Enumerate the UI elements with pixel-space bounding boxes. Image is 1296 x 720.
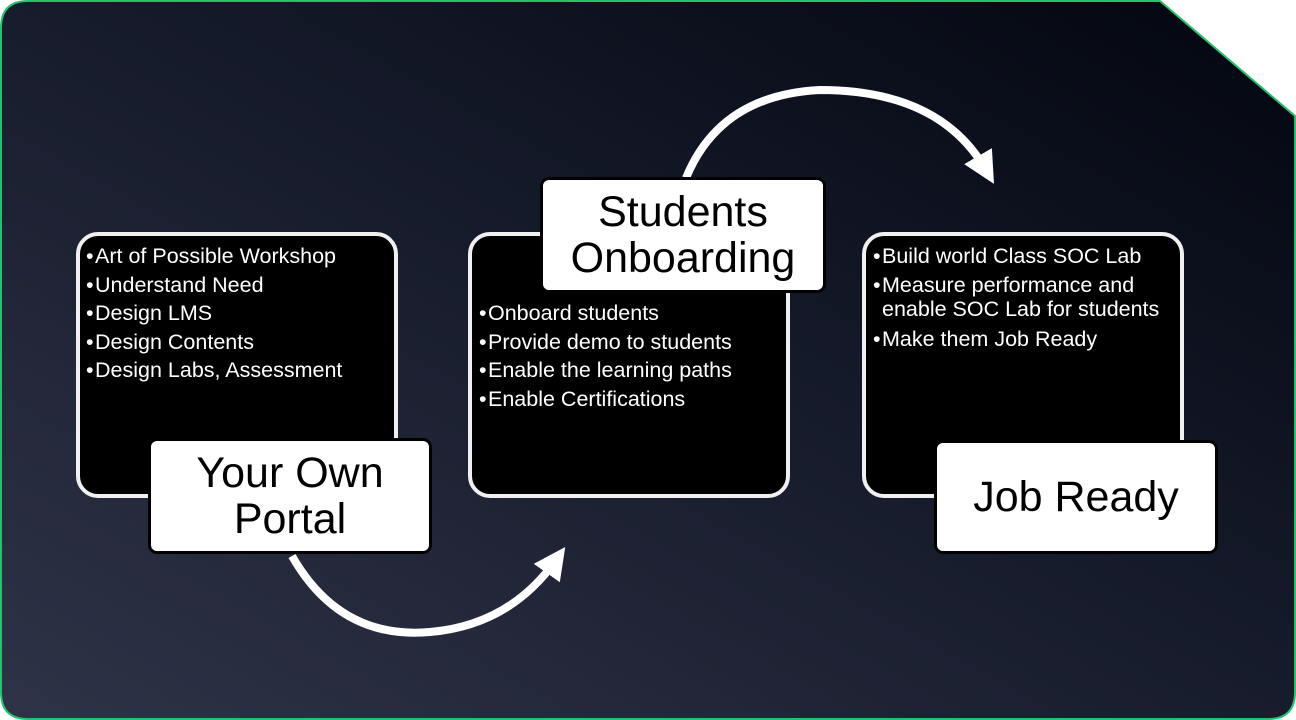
stage-3-bullets: Build world Class SOC Lab Measure perfor… (873, 242, 1173, 353)
stage-1-bullets: Art of Possible Workshop Understand Need… (86, 242, 386, 385)
bullet-item: Design Labs, Assessment (86, 356, 386, 385)
stage-2-title: Students Onboarding (540, 177, 826, 293)
curved-arrow-icon (682, 85, 994, 184)
stage-3-title: Job Ready (934, 440, 1218, 554)
stage-2-bullets: Onboard students Provide demo to student… (479, 299, 779, 413)
bullet-item: Enable the learning paths (479, 356, 779, 385)
curved-arrow-icon (288, 546, 566, 637)
bullet-item: Make them Job Ready (873, 325, 1173, 354)
bullet-item: Provide demo to students (479, 328, 779, 357)
bullet-item: Design Contents (86, 328, 386, 357)
bullet-item: Measure performance and enable SOC Lab f… (873, 273, 1170, 321)
bullet-item: Art of Possible Workshop (86, 242, 386, 271)
bullet-item: Enable Certifications (479, 385, 779, 414)
stage-1-title: Your Own Portal (148, 438, 432, 554)
bullet-item: Understand Need (86, 271, 386, 300)
bullet-item: Build world Class SOC Lab (873, 242, 1173, 271)
bullet-item: Onboard students (479, 299, 779, 328)
bullet-item: Design LMS (86, 299, 386, 328)
